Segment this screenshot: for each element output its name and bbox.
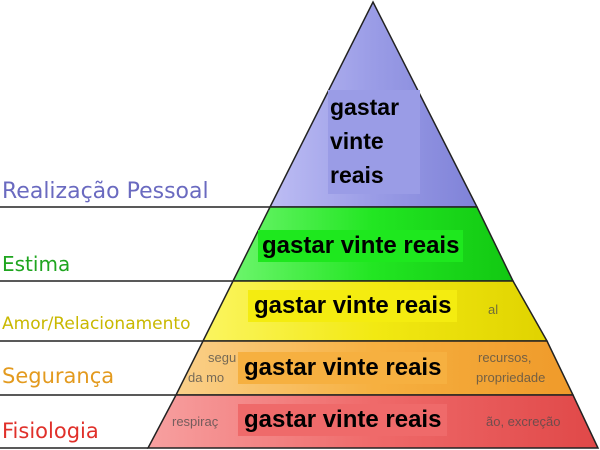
fragment-seguranca-right2: propriedade <box>476 370 546 385</box>
fragment-seguranca-right: recursos, <box>478 350 532 365</box>
fragment-fisiologia-left: respiraç <box>172 414 219 429</box>
fragment-seguranca-left: segu <box>208 350 237 365</box>
overlay-text-amor: gastar vinte reais <box>248 290 458 322</box>
overlay-line-1: gastar <box>330 94 400 120</box>
fragment-fisiologia-right: ão, excreção <box>486 414 561 429</box>
overlay-line-3: reais <box>330 162 384 188</box>
fragment-seguranca-left2: da mo <box>188 370 225 385</box>
overlay-text-estima: gastar vinte reais <box>258 230 464 262</box>
overlay-text-seguranca: gastar vinte reais <box>238 352 448 384</box>
overlay-line-2: vinte <box>330 128 384 154</box>
overlay-text-realizacao: gastar vinte reais <box>328 90 420 194</box>
fragment-amor-right: al <box>488 302 499 317</box>
overlay-text-fisiologia: gastar vinte reais <box>238 404 448 436</box>
label-fisiologia: Fisiologia <box>2 419 99 443</box>
label-seguranca: Segurança <box>2 364 115 388</box>
label-amor-relacionamento: Amor/Relacionamento <box>2 314 191 334</box>
label-estima: Estima <box>2 252 71 276</box>
label-realizacao-pessoal: Realização Pessoal <box>2 179 209 204</box>
